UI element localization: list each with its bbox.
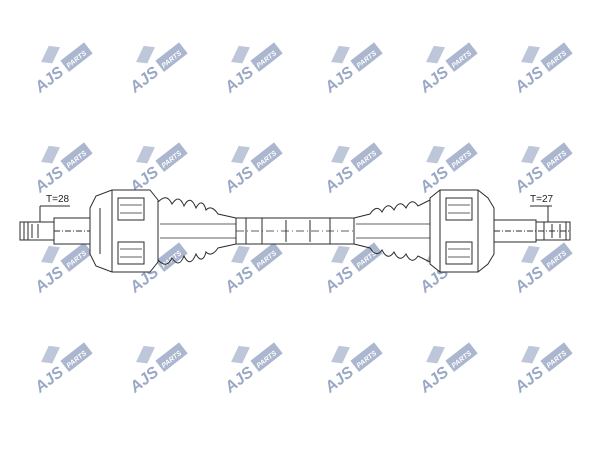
svg-text:AJS: AJS — [31, 64, 67, 97]
svg-text:AJS: AJS — [31, 164, 67, 197]
right-cv-joint — [429, 189, 495, 273]
right-spline-teeth-label: T=27 — [530, 194, 554, 205]
svg-text:AJS: AJS — [221, 364, 257, 397]
svg-text:AJS: AJS — [321, 64, 357, 97]
svg-text:AJS: AJS — [126, 64, 162, 97]
svg-text:AJS: AJS — [511, 64, 547, 97]
svg-text:AJS: AJS — [31, 364, 67, 397]
svg-text:AJS: AJS — [221, 264, 257, 297]
svg-text:AJS: AJS — [416, 64, 452, 97]
svg-text:AJS: AJS — [511, 264, 547, 297]
svg-text:AJS: AJS — [321, 264, 357, 297]
drive-shaft — [19, 189, 571, 273]
svg-text:AJS: AJS — [416, 364, 452, 397]
svg-text:AJS: AJS — [511, 164, 547, 197]
svg-text:AJS: AJS — [321, 164, 357, 197]
svg-text:AJS: AJS — [126, 364, 162, 397]
left-stub — [19, 217, 91, 245]
left-cv-joint — [89, 189, 159, 273]
right-stub — [493, 219, 571, 243]
left-boot — [157, 197, 237, 265]
svg-text:AJS: AJS — [321, 364, 357, 397]
svg-text:AJS: AJS — [511, 364, 547, 397]
left-spline-teeth-label: T=28 — [46, 194, 70, 205]
svg-text:AJS: AJS — [31, 264, 67, 297]
svg-text:AJS: AJS — [221, 164, 257, 197]
svg-text:AJS: AJS — [221, 64, 257, 97]
right-boot — [353, 199, 431, 263]
main-shaft — [235, 217, 355, 245]
